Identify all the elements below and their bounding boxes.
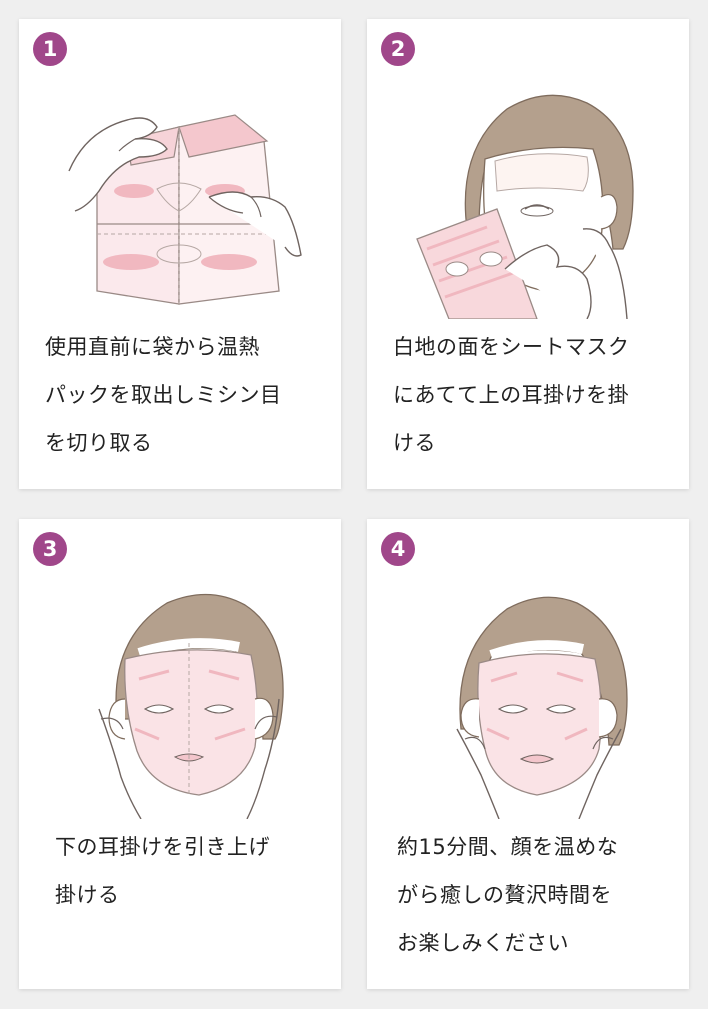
woman-applying-sheet-mask-illustration [416,94,634,319]
woman-hooking-lower-ear-loops-illustration [98,593,284,819]
caption-line: パックを取出しミシン目 [45,383,282,407]
caption-line: ける [393,431,436,455]
caption-line: お楽しみください [397,931,569,955]
woman-relaxing-with-mask-illustration [456,596,628,819]
step-card-4: 4 約15分間、顔を温めな がら癒しの贅沢時間を お楽しみください [367,519,689,989]
caption-line: 白地の面をシートマスク [393,335,630,359]
step-caption: 下の耳掛けを引き上げ 掛ける [55,823,337,919]
step-caption: 約15分間、顔を温めな がら癒しの贅沢時間を お楽しみください [397,823,679,967]
step-number-badge: 2 [381,32,415,66]
step-card-2: 2 白地の面をシートマスク にあてて上の耳掛けを掛 ける [367,19,689,489]
caption-line: 使用直前に袋から温熱 [45,335,260,359]
caption-line: にあてて上の耳掛けを掛 [393,383,630,407]
step-number-badge: 4 [381,532,415,566]
caption-line: がら癒しの贅沢時間を [397,883,612,907]
step-number-badge: 1 [33,32,67,66]
step-number-badge: 3 [33,532,67,566]
caption-line: 掛ける [55,883,120,907]
caption-line: を切り取る [45,431,153,455]
step-card-3: 3 下の耳掛けを引き上げ 掛ける [19,519,341,989]
step-caption: 白地の面をシートマスク にあてて上の耳掛けを掛 ける [393,323,675,467]
hands-tearing-mask-pack-illustration [68,114,302,305]
step-card-1: 1 使用直前に袋から温熱 パックを取出しミシン目 を切り取る [19,19,341,489]
caption-line: 約15分間、顔を温めな [397,835,619,859]
step-caption: 使用直前に袋から温熱 パックを取出しミシン目 を切り取る [45,323,327,467]
caption-line: 下の耳掛けを引き上げ [55,835,270,859]
